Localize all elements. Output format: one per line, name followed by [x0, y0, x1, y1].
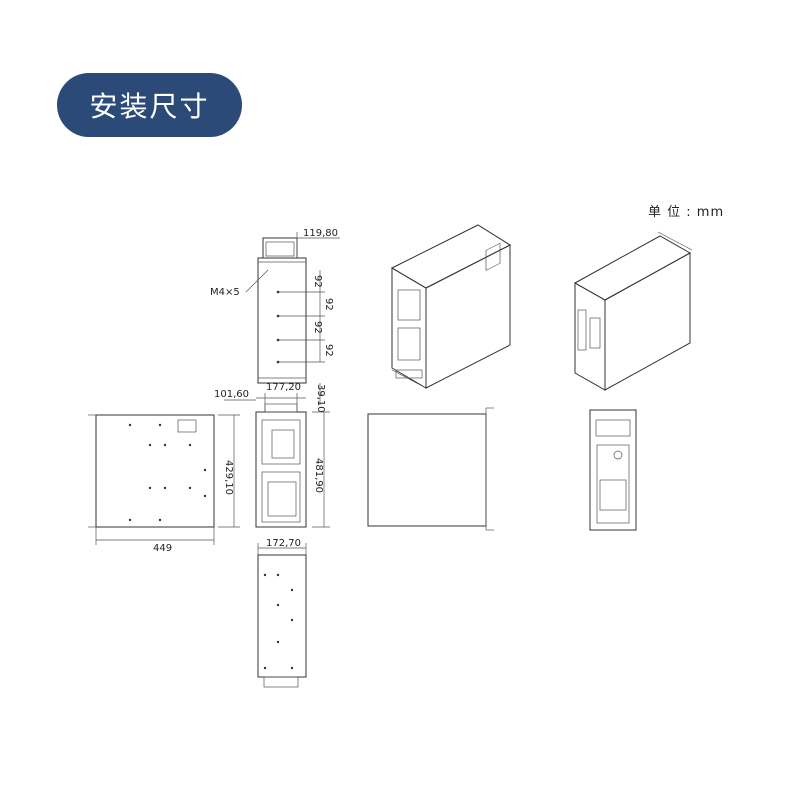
dim-side-height: 429,10 — [223, 460, 234, 495]
back-view — [589, 409, 637, 531]
dim-screw: M4×5 — [210, 287, 240, 298]
dim-offset-left: 101,60 — [214, 389, 249, 400]
dim-top-width: 119,80 — [303, 228, 338, 239]
isometric-front-view — [390, 224, 512, 389]
dim-pitch-2: 92 — [323, 298, 334, 311]
rear-side-view — [367, 407, 494, 531]
dim-bottom-width: 172,70 — [266, 538, 301, 549]
side-view — [88, 414, 240, 545]
dim-front-top: 39,10 — [315, 384, 326, 413]
isometric-rear-view — [573, 231, 693, 391]
section-title-badge: 安装尺寸 — [57, 73, 242, 137]
dim-front-width: 177,20 — [266, 382, 301, 393]
bottom-view — [257, 543, 307, 688]
dim-pitch-4: 92 — [323, 344, 334, 357]
section-title: 安装尺寸 — [89, 90, 210, 123]
top-view — [245, 232, 340, 405]
dim-pitch-1: 92 — [312, 275, 323, 288]
front-view — [224, 393, 330, 528]
unit-label: 单 位 : mm — [648, 205, 725, 220]
dim-front-height: 481,90 — [313, 458, 324, 493]
dim-side-depth: 449 — [153, 543, 172, 554]
dim-pitch-3: 92 — [312, 321, 323, 334]
